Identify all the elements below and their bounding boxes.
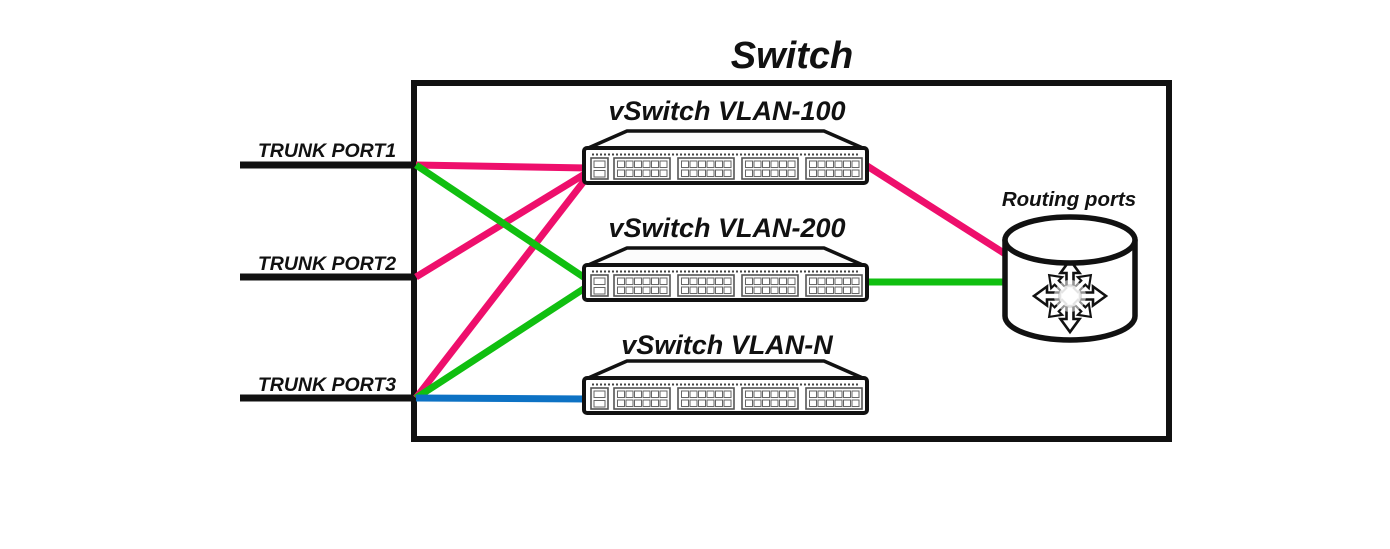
vswitch-vlann-label: vSwitch VLAN-N [621,330,833,360]
connection-trunk3-vlan200 [414,283,590,401]
routing-ports-label: Routing ports [1002,188,1136,211]
trunk-port2-label: TRUNK PORT2 [258,253,396,275]
connection-trunk3-vlan100 [413,173,591,401]
routing-ports-cylinder [1002,214,1138,343]
connection-trunk1-vlan100 [415,161,589,172]
vswitch-vlan200-device [584,248,867,300]
connection-trunk3-vlann [415,394,589,403]
vswitch-vlan100-label: vSwitch VLAN-100 [608,96,845,126]
connection-vlan100-routing [862,161,1012,260]
trunk-port1-label: TRUNK PORT1 [258,140,396,162]
vswitch-vlan200-label: vSwitch VLAN-200 [608,213,845,243]
vswitch-vlann-device [584,361,867,413]
multidirectional-arrows-icon [1032,258,1108,334]
connection-trunk1-vlan200 [414,162,590,283]
vswitch-vlan100-device [584,131,867,183]
diagram-title: Switch [731,35,853,77]
trunk-port3-label: TRUNK PORT3 [258,374,396,396]
